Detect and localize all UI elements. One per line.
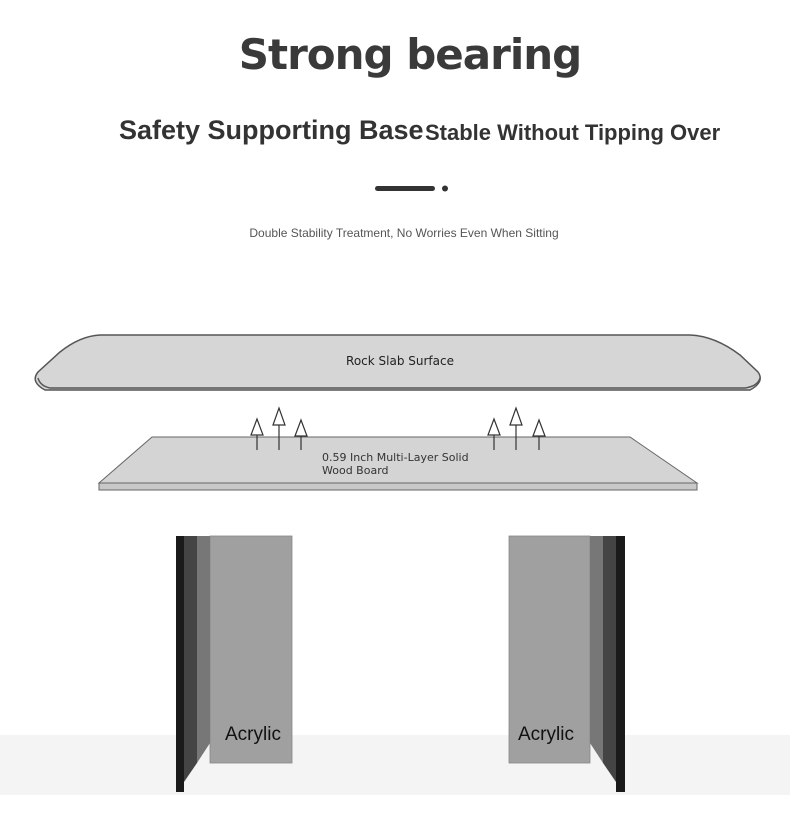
rock-slab-edge — [37, 377, 761, 389]
acrylic-leg-left — [176, 535, 293, 792]
arrow-up-icon — [487, 417, 501, 450]
support-arrows — [250, 406, 546, 450]
slab-label: Rock Slab Surface — [346, 354, 454, 368]
rock-slab — [34, 334, 761, 391]
subtitle-left: Safety Supporting Base — [119, 115, 424, 145]
arrow-up-icon — [250, 417, 264, 450]
floor-shadow — [0, 735, 790, 795]
arrow-up-icon — [532, 418, 546, 450]
divider-dot — [442, 185, 448, 192]
arrow-up-icon — [509, 406, 523, 450]
acrylic-leg-right — [508, 535, 625, 792]
caption: Double Stability Treatment, No Worries E… — [249, 226, 559, 240]
leg-label-right: Acrylic — [518, 724, 574, 745]
arrow-up-icon — [294, 418, 308, 450]
subtitle-right: Stable Without Tipping Over — [425, 120, 721, 145]
arrow-up-icon — [272, 406, 286, 450]
leg-label-left: Acrylic — [225, 724, 281, 745]
page-title: Strong bearing — [238, 30, 582, 79]
wood-board-edge — [98, 482, 698, 491]
divider-bar — [375, 186, 435, 191]
board-label: 0.59 Inch Multi-Layer Solid Wood Board — [322, 451, 469, 477]
